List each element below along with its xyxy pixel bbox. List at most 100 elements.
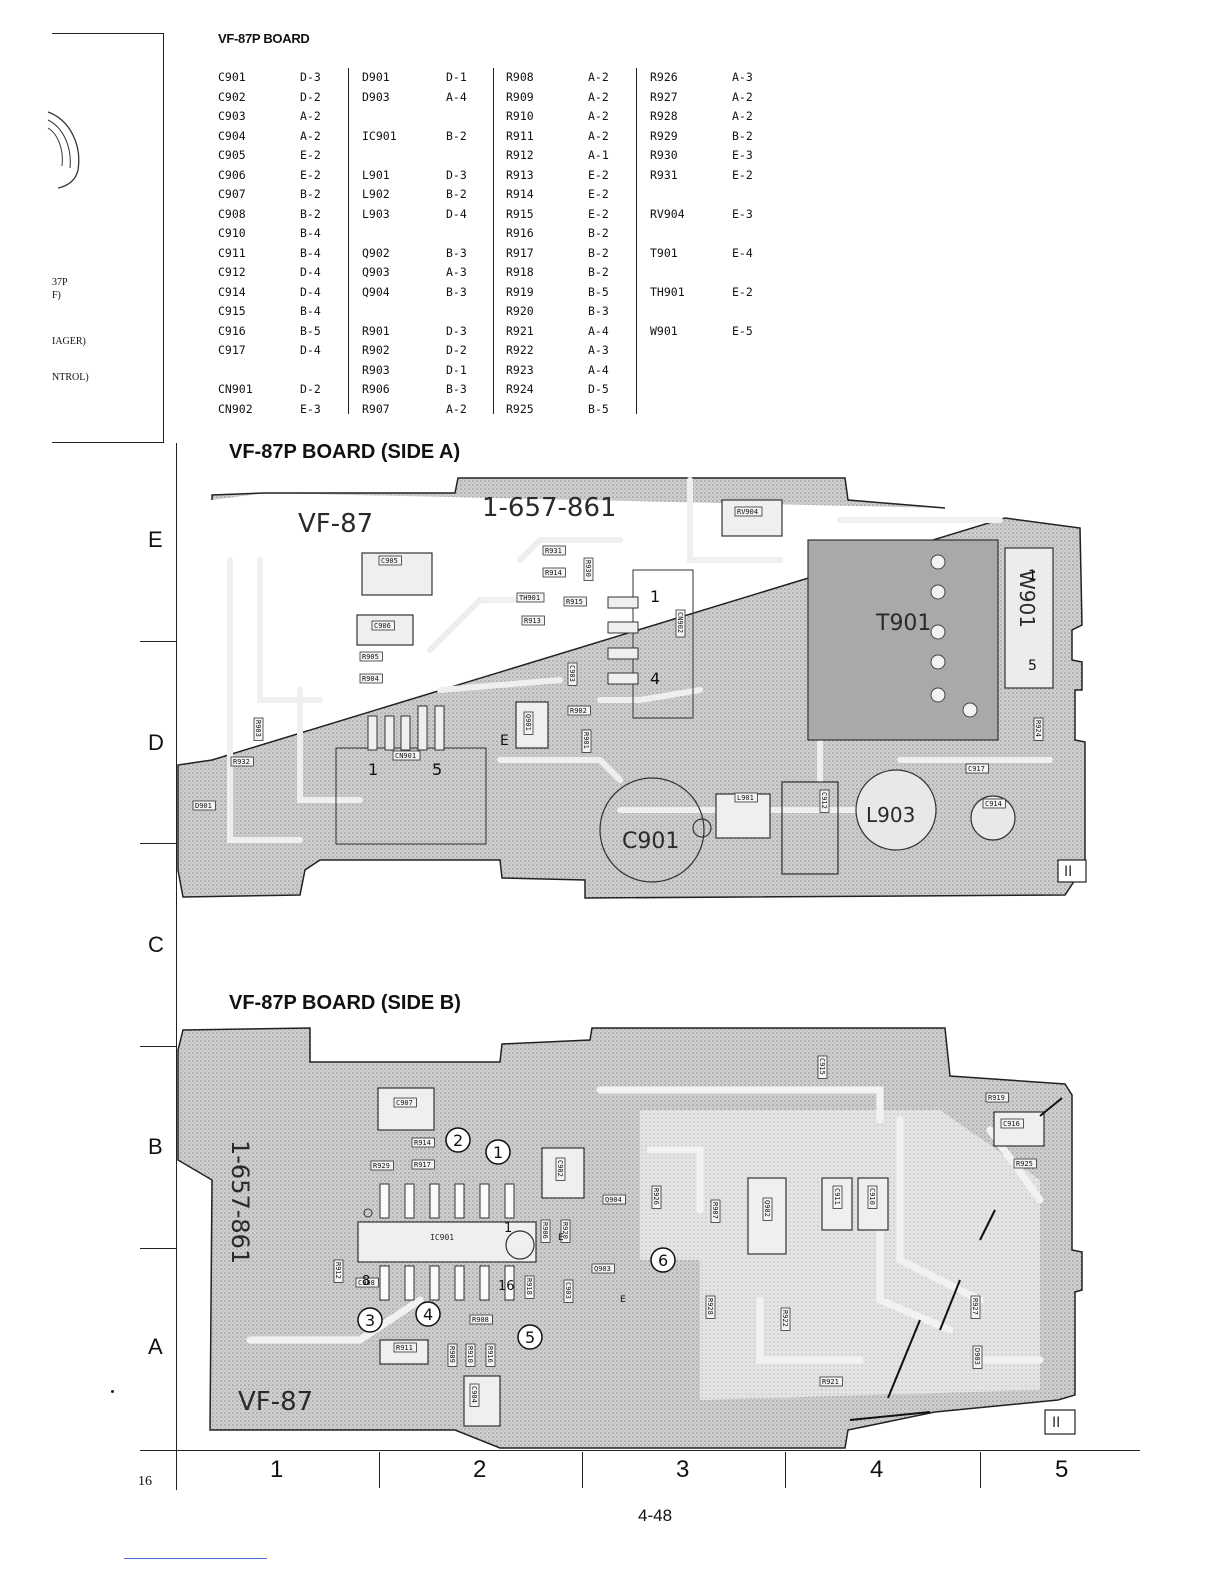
part-label: R903: [254, 720, 262, 737]
side-a-board-name: VF-87: [298, 509, 373, 539]
part-label-box: [392, 750, 421, 761]
legend-divider-1: [348, 68, 349, 414]
pin-label: 1: [368, 760, 378, 779]
callout-number: 2: [453, 1131, 463, 1150]
callout-circle: [485, 1139, 511, 1165]
legend-ref: C910: [218, 226, 246, 240]
legend-location: B-3: [588, 304, 609, 318]
legend-ref: T901: [650, 245, 678, 260]
legend-ref: R920: [506, 304, 534, 318]
legend-divider-2: [493, 68, 494, 414]
legend-location: A-2: [732, 89, 753, 104]
legend-location: A-2: [300, 128, 321, 143]
part-label: R911: [396, 1344, 413, 1352]
legend-ref: L901: [362, 167, 390, 182]
part-label-box: [469, 1314, 493, 1325]
part-label-box: [393, 1097, 417, 1108]
legend-ref: R908: [506, 70, 534, 84]
pin-label: E: [620, 1295, 626, 1305]
header-title: VF-87P BOARD: [218, 31, 310, 46]
cn901-connector-body: [335, 747, 487, 845]
grid-col-tick-34: [785, 1452, 786, 1488]
part-label: R926: [652, 1188, 660, 1205]
grid-row-tick-ed: [140, 641, 177, 642]
legend-location: B-5: [588, 401, 609, 416]
frame-top-line: [52, 33, 164, 34]
legend-ref: R927: [650, 89, 678, 104]
part-label: Q901: [524, 714, 532, 731]
cn902-connector-body: [632, 569, 694, 719]
part-label-box: [972, 1345, 983, 1369]
legend-ref: C901: [218, 70, 246, 84]
legend-location: B-5: [588, 284, 609, 299]
legend-location: B-2: [732, 128, 753, 143]
legend-ref: R903: [362, 362, 390, 377]
pin-label: 5: [1028, 658, 1037, 674]
part-label-box: [378, 555, 402, 566]
grid-row-label-c: C: [148, 932, 164, 957]
pin-label: E: [500, 733, 509, 749]
part-label-box: [465, 1343, 476, 1367]
w901-jumper-body: [1004, 547, 1054, 689]
part-label: R920: [561, 1222, 569, 1239]
legend-location: E-2: [300, 167, 321, 182]
legend-ref: C914: [218, 284, 246, 299]
legend-location: D-4: [300, 284, 321, 299]
c906-capacitor-body: [356, 614, 414, 646]
legend-location: B-2: [588, 245, 609, 260]
legend-location: E-3: [300, 401, 321, 416]
legend-location: B-3: [446, 284, 467, 299]
part-label: R914: [545, 569, 562, 577]
part-label: C902: [556, 1160, 564, 1177]
legend-location: A-2: [732, 109, 753, 123]
grid-row-label-d: D: [148, 730, 164, 755]
part-label: R924: [1034, 720, 1042, 737]
legend-location: E-2: [588, 206, 609, 221]
grid-col-label-3: 3: [676, 1456, 690, 1483]
legend-ref: R917: [506, 245, 534, 260]
part-label-box: [555, 1157, 566, 1181]
grid-col-label-2: 2: [473, 1456, 487, 1483]
part-label: C907: [396, 1099, 413, 1107]
legend-ref: R931: [650, 167, 678, 182]
part-label-box: [965, 763, 989, 774]
grid-col-label-5: 5: [1055, 1456, 1069, 1483]
side-fragment-3: IAGER): [52, 336, 86, 347]
callout-circle: [357, 1307, 383, 1333]
grid-left-line: [176, 443, 177, 1490]
legend-ref: Q902: [362, 245, 390, 260]
c912-capacitor-body: [781, 781, 839, 875]
legend-ref: R912: [506, 148, 534, 162]
legend-ref: R907: [362, 401, 390, 416]
part-label: R916: [486, 1346, 494, 1363]
legend-row: R927 A-2: [650, 88, 753, 108]
legend-ref: CN901: [218, 382, 253, 396]
legend-ref: D901: [362, 70, 390, 84]
part-label-box: [567, 662, 578, 686]
side-b-board-number: 1-657-861: [226, 1140, 254, 1264]
legend-ref: R918: [506, 265, 534, 279]
legend-location: E-2: [732, 284, 753, 299]
legend-ref: R906: [362, 382, 390, 396]
legend-ref: R919: [506, 284, 534, 299]
legend-ref: RV904: [650, 206, 685, 221]
legend-row: R917 B-2: [506, 244, 609, 264]
legend-row: R919 B-5: [506, 283, 609, 303]
part-label: TH901: [519, 594, 540, 602]
legend-location: D-4: [446, 206, 467, 221]
legend-location: D-1: [446, 362, 467, 377]
